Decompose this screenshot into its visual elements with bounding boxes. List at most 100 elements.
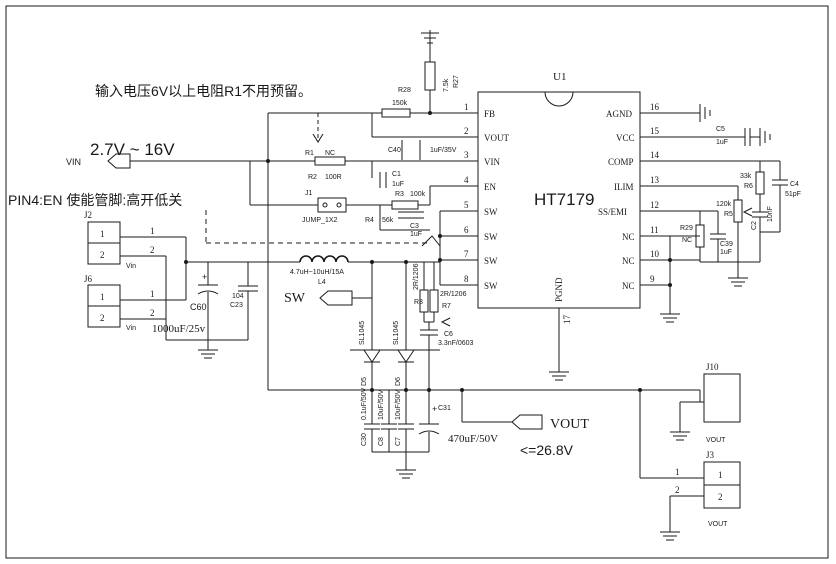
c23-ref: C23 xyxy=(230,302,243,309)
j3-pin-2: 2 xyxy=(718,492,723,502)
r5-value: 120k xyxy=(716,201,732,208)
r2-value: 100R xyxy=(325,174,342,181)
j6-pinnum-2: 2 xyxy=(150,308,155,318)
pin-name-16: AGND xyxy=(606,109,632,119)
j6-pin-2: 2 xyxy=(100,313,105,323)
j6-pinnum-1: 1 xyxy=(150,289,155,299)
r1-ref: R1 xyxy=(305,150,314,157)
d5-value: SL1045 xyxy=(359,321,366,345)
c39-ref: C39 xyxy=(720,241,733,248)
sw-net-flag: SW xyxy=(284,290,372,306)
pin-num-15: 15 xyxy=(650,126,660,136)
c23-group: 104 C23 xyxy=(230,262,258,340)
pin-name-4: EN xyxy=(484,182,496,192)
r8-value: 2R/1206 xyxy=(413,263,420,290)
diodes-group: D5 D6 xyxy=(350,349,440,390)
r5-ref: R5 xyxy=(724,211,733,218)
en-group: J1 JUMP_1X2 R3 100k R4 56k C3 1uF xyxy=(249,161,431,238)
agnd-group xyxy=(699,104,711,122)
connector-j10: J10 VOUT xyxy=(670,362,741,444)
c60-value: 1000uF/25v xyxy=(152,323,206,335)
note-r1: 输入电压6V以上电阻R1不用预留。 xyxy=(95,83,312,99)
r28-ref: R28 xyxy=(398,87,411,94)
connector-j6: J6 1 2 1 2 Vin xyxy=(84,274,186,332)
c60-group: + C60 1000uF/25v xyxy=(152,262,219,340)
l4-value: 4.7uH~10uH/15A xyxy=(290,269,344,276)
r8-ref: R8 xyxy=(414,299,423,306)
ssemi-group: R29 NC C39 1uF xyxy=(680,210,761,287)
j6-pin-1: 1 xyxy=(100,292,105,302)
c3-ref: C3 xyxy=(410,223,419,230)
j2-pinnum-1: 1 xyxy=(150,226,155,236)
r7-resistor-icon xyxy=(429,289,439,313)
r3-resistor-icon xyxy=(391,200,419,210)
r27-ref: R27 xyxy=(453,75,460,88)
border-frame xyxy=(5,5,829,559)
pin-name-2: VOUT xyxy=(484,133,509,143)
r6-value: 33k xyxy=(740,173,752,180)
d5-ref: D5 xyxy=(361,377,368,386)
pin-num-3: 3 xyxy=(464,150,469,160)
pin-name-12: SS/EMI xyxy=(598,207,627,217)
snubber-group: 2R/1206 R8 2R/1206 R7 C6 3.3nF/0603 xyxy=(413,262,474,358)
vin-net-label: VIN xyxy=(66,157,81,167)
pin-name-8: SW xyxy=(484,281,498,291)
note-vin-range: 2.7V ~ 16V xyxy=(90,140,175,159)
r5-resistor-icon xyxy=(733,199,743,223)
c8-value: 10uF/50V xyxy=(378,389,385,420)
c5-ref: C5 xyxy=(716,126,725,133)
j2-ref: J2 xyxy=(84,210,92,220)
j2-label: Vin xyxy=(126,263,136,270)
pin-name-10: NC xyxy=(622,256,635,266)
r7-ref: R7 xyxy=(442,303,451,310)
pin-num-4: 4 xyxy=(464,175,469,185)
c39-value: 1uF xyxy=(720,249,732,256)
j3-pinnum-2: 2 xyxy=(675,485,680,495)
r1-value: NC xyxy=(325,150,335,157)
pin-name-15: VCC xyxy=(616,133,635,143)
j2-pinnum-2: 2 xyxy=(150,245,155,255)
inductor-icon xyxy=(299,255,349,263)
j1-value: JUMP_1X2 xyxy=(302,217,338,224)
r1-r2-group: R1 NC R2 100R xyxy=(130,113,430,181)
r7-value: 2R/1206 xyxy=(440,291,467,298)
ilim-group: 120k R5 xyxy=(700,185,753,262)
pin-name-11: NC xyxy=(622,232,635,242)
r2-resistor-icon xyxy=(314,156,346,166)
pin-num-7: 7 xyxy=(464,249,469,259)
r28-resistor-icon xyxy=(381,108,411,118)
c7-ref: C7 xyxy=(395,437,402,446)
ic-left-pin-labels: 1 FB 2 VOUT 3 VIN 4 EN 5 SW 6 SW 7 SW 8 … xyxy=(464,102,509,291)
pin-name-7: SW xyxy=(484,256,498,266)
c60-ref: C60 xyxy=(190,302,207,312)
c6-value: 3.3nF/0603 xyxy=(438,340,474,347)
svg-text:+: + xyxy=(202,272,207,282)
c2-value: 10nF xyxy=(767,206,774,222)
j10-label: VOUT xyxy=(706,437,726,444)
r4-value: 56k xyxy=(382,217,394,224)
l4-group: 4.7uH~10uH/15A L4 xyxy=(268,211,442,286)
pin-num-6: 6 xyxy=(464,225,469,235)
j3-pinnum-1: 1 xyxy=(675,467,680,477)
c4-value: 51pF xyxy=(785,191,801,198)
sw-net-label: SW xyxy=(284,291,306,306)
j2-pin-2: 2 xyxy=(100,250,105,260)
pin-name-14: COMP xyxy=(608,157,634,167)
pin-num-10: 10 xyxy=(650,249,660,259)
r29-value: NC xyxy=(682,237,692,244)
r28-group: R28 150k xyxy=(371,87,432,137)
pin-name-6: SW xyxy=(484,232,498,242)
d6-ref: D6 xyxy=(395,377,402,386)
ic-ref: U1 xyxy=(553,71,566,83)
svg-text:+: + xyxy=(432,404,437,414)
j6-ref: J6 xyxy=(84,274,93,284)
pin-name-3: VIN xyxy=(484,157,500,167)
c1-group: C1 1uF xyxy=(371,161,404,188)
ic-pgnd-label: PGND xyxy=(554,277,564,302)
r6-ref: R6 xyxy=(744,183,753,190)
diode-d5-icon xyxy=(363,349,381,363)
pin-num-1: 1 xyxy=(464,102,469,112)
c40-value: 1uF/35V xyxy=(430,147,457,154)
c2-ref: C2 xyxy=(751,221,758,230)
